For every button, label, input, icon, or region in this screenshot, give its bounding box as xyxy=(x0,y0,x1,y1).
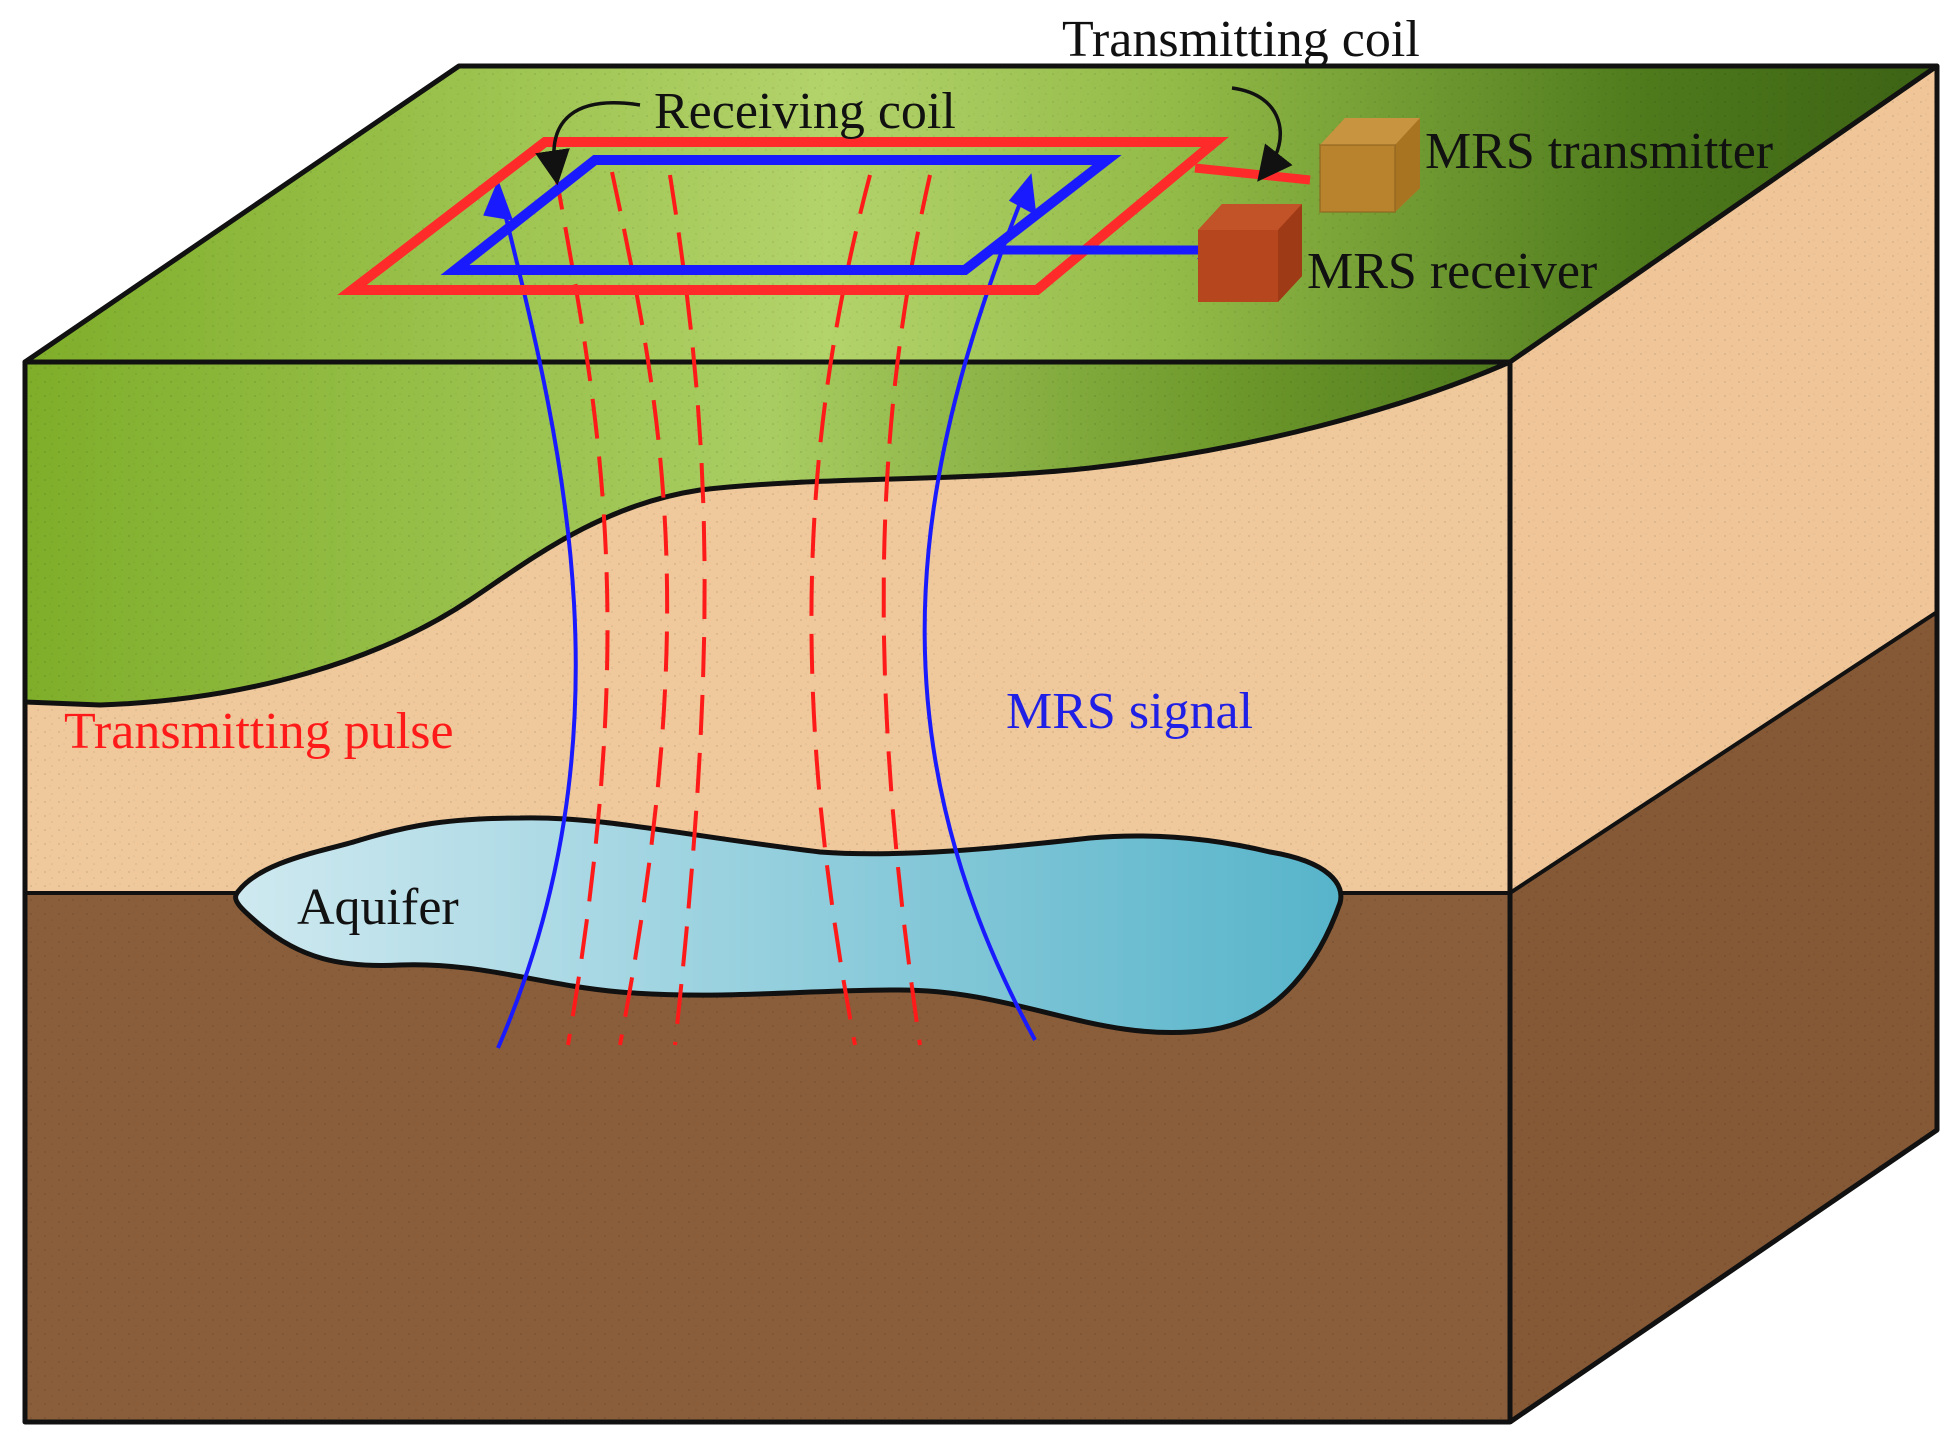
aquifer-body xyxy=(233,815,1344,1036)
transmitting-coil-arrow xyxy=(1231,86,1293,182)
block-front-face xyxy=(25,362,1510,1422)
mrs-signal-label: MRS signal xyxy=(1006,683,1254,740)
aquifer-label: Aquifer xyxy=(297,879,459,936)
receiver-box-icon xyxy=(1198,204,1302,302)
receiving-coil-label: Receiving coil xyxy=(654,83,956,140)
transmitter-box-icon xyxy=(1319,118,1420,213)
transmitting-pulse-label: Transmitting pulse xyxy=(64,703,454,760)
mrs-transmitter-label: MRS transmitter xyxy=(1425,123,1774,180)
signal-line-right xyxy=(922,177,1037,1041)
receiving-coil-arrow xyxy=(535,101,641,186)
transmitting-coil-label: Transmitting coil xyxy=(1062,11,1420,68)
curved-arrow-icon xyxy=(535,86,1293,186)
block-outline xyxy=(22,63,1940,1425)
mrs-receiver-label: MRS receiver xyxy=(1307,243,1598,300)
block-right-side xyxy=(1508,66,1939,1422)
